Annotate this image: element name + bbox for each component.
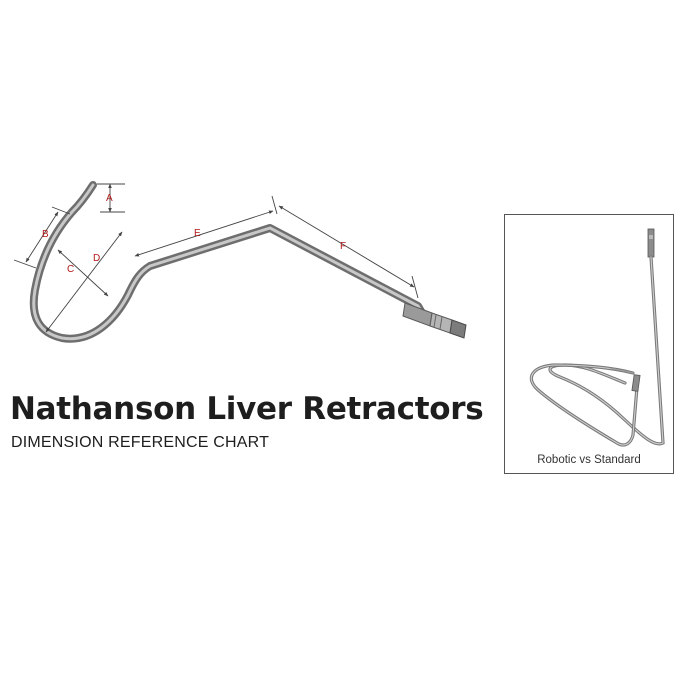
dimension-b-line [25,211,59,263]
retractor-rod [29,181,429,343]
dimension-f-label: F [340,241,346,252]
retractor-comparison-illustration [529,228,665,447]
dimension-d-line [45,231,123,333]
retractor-dimension-diagram: A B C D E F [13,181,467,343]
dimension-a-label: A [106,193,113,204]
dimension-b-label: B [42,229,49,240]
inset-caption: Robotic vs Standard [537,454,641,466]
standard-retractor [529,363,641,447]
dimension-c-label: C [67,264,74,275]
handle-end [402,302,467,339]
dimension-e-line [134,210,274,257]
dimension-f-line [278,205,415,288]
dimension-c-line [57,249,109,297]
robotic-vs-standard-inset: Robotic vs Standard [504,214,674,474]
dimension-d-label: D [93,253,100,264]
page-subtitle: DIMENSION REFERENCE CHART [11,434,270,451]
dimension-e-label: E [194,228,201,239]
page-title: Nathanson Liver Retractors [10,391,484,427]
